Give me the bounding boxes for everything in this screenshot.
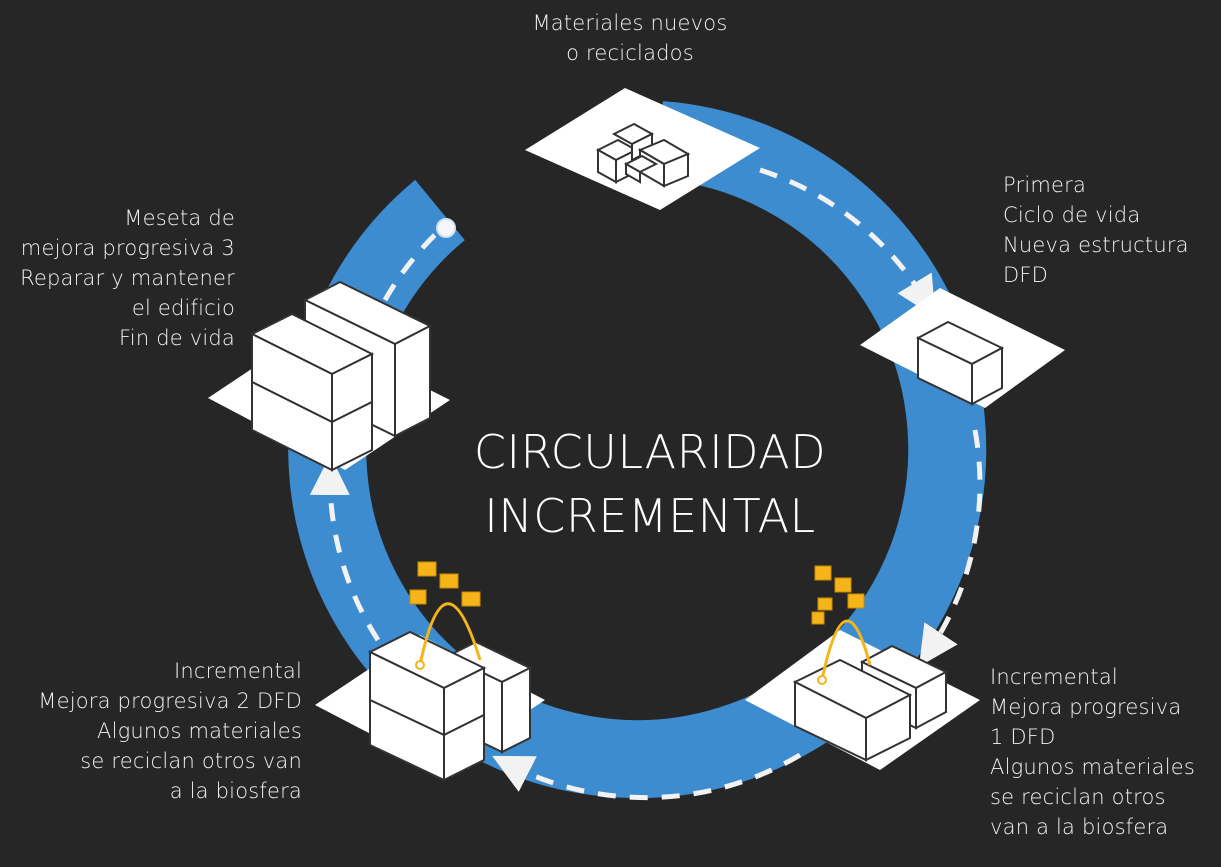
label-line: DFD: [1003, 263, 1049, 287]
label-line: se reciclan otros van: [80, 749, 302, 773]
label-line: se reciclan otros: [990, 785, 1166, 809]
incremental1-platform: [745, 565, 980, 770]
first-cycle-platform: [860, 288, 1065, 408]
label-line: Incremental: [174, 659, 302, 683]
label-incremental1: Incremental Mejora progresiva 1 DFD Algu…: [990, 662, 1195, 842]
recycle-arc-1: [820, 619, 872, 681]
arrow-materials-to-first: [759, 167, 936, 318]
label-line: 1 DFD: [990, 725, 1056, 749]
incremental2-platform: [315, 561, 545, 782]
recycle-arc-2: [418, 602, 482, 666]
label-line: Fin de vida: [119, 326, 235, 350]
label-first-cycle: Primera Ciclo de vida Nueva estructura D…: [1003, 170, 1189, 290]
label-materials: Materiales nuevos o reciclados: [505, 8, 755, 68]
label-line: a la biosfera: [169, 779, 302, 803]
arrow-incremental1-to-incremental2: [492, 752, 802, 801]
label-plateau: Meseta de mejora progresiva 3 Reparar y …: [0, 203, 235, 353]
arrow-plateau-end: [382, 228, 442, 302]
label-line: Primera: [1003, 173, 1087, 197]
cycle-end-marker: [436, 218, 456, 238]
label-line: Mejora progresiva 2 DFD: [38, 689, 302, 713]
title-line: INCREMENTAL: [484, 489, 816, 543]
materials-platform: [525, 88, 760, 210]
label-line: Meseta de: [124, 206, 235, 230]
label-line: Mejora progresiva: [990, 695, 1182, 719]
plateau-platform: [208, 280, 450, 472]
flow-arrows: [309, 167, 983, 801]
title-line: CIRCULARIDAD: [473, 425, 827, 479]
label-line: Incremental: [990, 665, 1118, 689]
label-line: Ciclo de vida: [1003, 203, 1141, 227]
diagram-title: CIRCULARIDAD INCREMENTAL: [440, 420, 860, 548]
label-line: el edificio: [131, 296, 235, 320]
label-incremental2: Incremental Mejora progresiva 2 DFD Algu…: [10, 656, 302, 806]
label-line: Algunos materiales: [97, 719, 302, 743]
arrow-first-to-incremental1: [918, 429, 983, 667]
label-line: Materiales nuevos: [532, 11, 728, 35]
label-line: mejora progresiva 3: [20, 236, 235, 260]
label-line: Reparar y mantener: [20, 266, 235, 290]
label-line: Algunos materiales: [990, 755, 1195, 779]
label-line: Nueva estructura: [1003, 233, 1189, 257]
label-line: van a la biosfera: [990, 815, 1169, 839]
label-line: o reciclados: [566, 41, 694, 65]
